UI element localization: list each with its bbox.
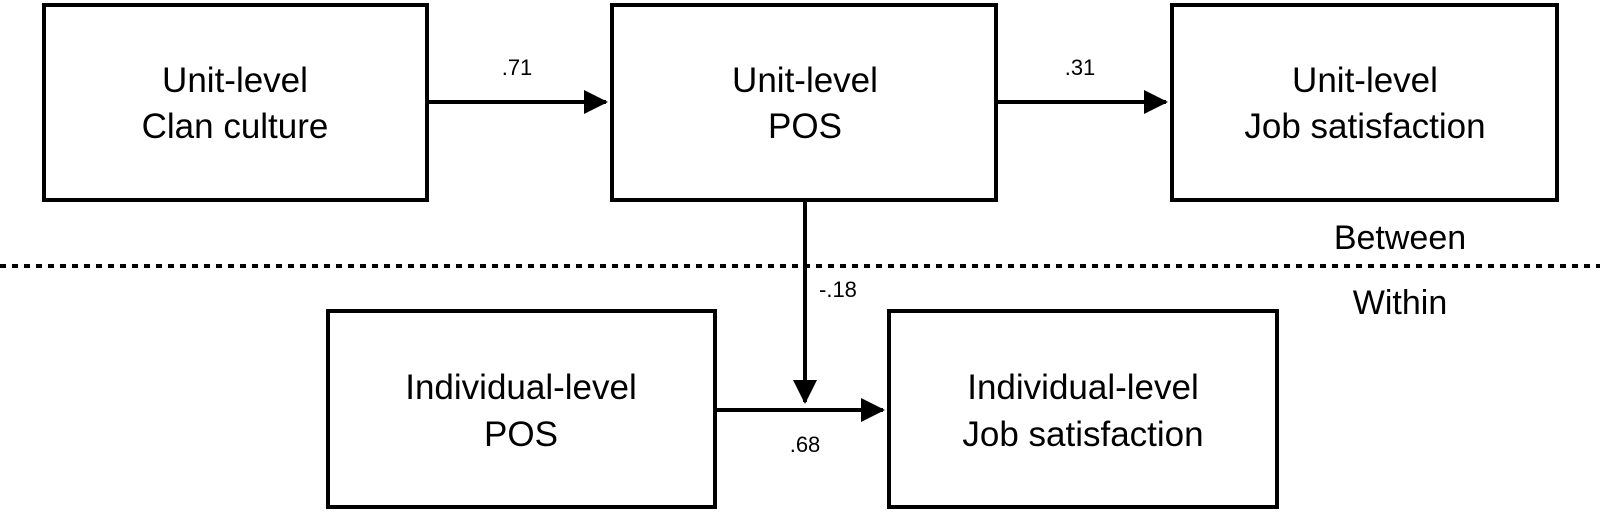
node-label-line2: POS xyxy=(768,107,842,146)
node-unit-clan-culture: Unit-level Clan culture xyxy=(42,3,429,202)
node-box xyxy=(610,3,998,202)
path-coefficient-individual: .68 xyxy=(790,432,821,457)
node-box xyxy=(326,309,717,509)
path-coefficient-clan-to-pos: .71 xyxy=(502,55,533,80)
node-label-line1: Individual-level xyxy=(405,368,637,407)
node-unit-job-satisfaction: Unit-level Job satisfaction xyxy=(1170,3,1559,202)
node-individual-pos: Individual-level POS xyxy=(326,309,717,509)
node-label-line2: Job satisfaction xyxy=(1244,107,1485,146)
node-label-line1: Unit-level xyxy=(1292,61,1438,100)
node-label-line1: Unit-level xyxy=(162,61,308,100)
node-label-line2: Clan culture xyxy=(142,107,329,146)
node-box xyxy=(887,309,1279,509)
path-coefficient-cross-level: -.18 xyxy=(819,277,857,302)
path-coefficient-pos-to-job-satisfaction: .31 xyxy=(1065,55,1096,80)
node-box xyxy=(42,3,429,202)
level-label-within: Within xyxy=(1353,284,1447,322)
node-box xyxy=(1170,3,1559,202)
level-label-between: Between xyxy=(1334,219,1466,257)
node-label-line1: Individual-level xyxy=(967,368,1199,407)
node-label-line2: Job satisfaction xyxy=(962,415,1203,454)
node-unit-pos: Unit-level POS xyxy=(610,3,998,202)
node-label-line1: Unit-level xyxy=(732,61,878,100)
node-individual-job-satisfaction: Individual-level Job satisfaction xyxy=(887,309,1279,509)
node-label-line2: POS xyxy=(484,415,558,454)
